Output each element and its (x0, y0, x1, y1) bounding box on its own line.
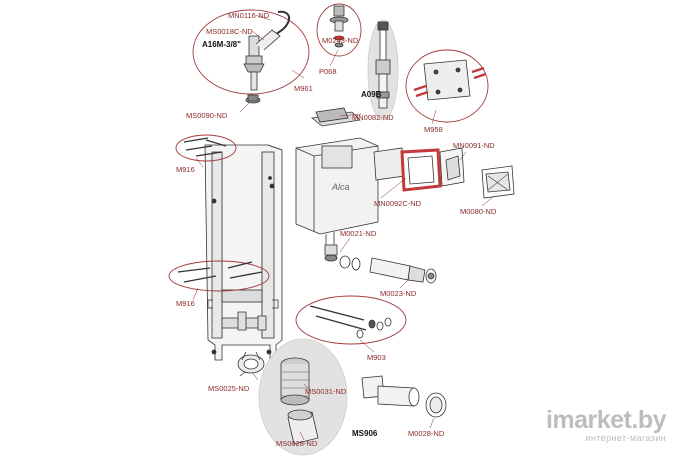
label-a09b: A09B (361, 90, 382, 99)
m916-bottom-bolts (177, 261, 263, 283)
m916-top-ellipse (175, 134, 237, 162)
label-ms0028: MS0028-ND (276, 439, 318, 448)
label-m0243: M0243-ND (322, 36, 359, 45)
m958-bracket (413, 59, 487, 101)
label-mn0082: MN0082-ND (352, 113, 394, 122)
drain-elbow (280, 357, 310, 406)
label-m0080: M0080-ND (460, 207, 497, 216)
label-mn0116: MN0116-ND (228, 11, 270, 20)
m916-top-bolts (183, 137, 227, 157)
label-a16m: A16M-3/8" (202, 40, 241, 49)
label-mn0091: MN0091-ND (453, 141, 495, 150)
mounting-frame (204, 144, 283, 361)
label-mn0092c: MN0092C-ND (374, 199, 422, 208)
drain-adapter (287, 409, 319, 445)
m0090-fitting (245, 94, 261, 104)
label-ms0018c: MS0018C-ND (206, 27, 253, 36)
m903-ellipse (295, 295, 407, 345)
m916-bottom-ellipse (168, 260, 270, 292)
tank-brand: Alca (331, 182, 350, 192)
m0028-pipe (361, 375, 447, 418)
label-ms0025: MS0025-ND (208, 384, 250, 393)
m958-ellipse (405, 49, 489, 123)
watermark-subtitle: интернет-магазин (585, 433, 666, 443)
label-p068: P068 (319, 67, 337, 76)
label-m916-top: M916 (176, 165, 195, 174)
label-ms0090: MS0090-ND (186, 111, 228, 120)
label-m0021: M0021-ND (340, 229, 377, 238)
ms0025-ring (237, 351, 265, 377)
watermark: imarket.by интернет-магазин (545, 406, 667, 444)
label-m903: M903 (367, 353, 386, 362)
label-ms0031: MS0031-ND (305, 387, 347, 396)
leader-lines (192, 15, 495, 441)
label-m0023: M0023-ND (380, 289, 417, 298)
cistern-tank (295, 107, 379, 246)
m0243-part (329, 5, 349, 48)
m0243-ellipse (316, 3, 362, 57)
label-m916-bottom: M916 (176, 299, 195, 308)
m903-bolts (309, 305, 392, 339)
flush-plate-frame (373, 147, 515, 199)
label-m961: M961 (294, 84, 313, 93)
connection-pipes (324, 244, 437, 284)
watermark-brand: imarket.by (545, 406, 667, 434)
label-m958: M958 (424, 125, 443, 134)
label-m0028: M0028-ND (408, 429, 445, 438)
label-ms906: MS906 (352, 429, 378, 438)
m961-ellipse (192, 9, 310, 95)
flush-valve-column (375, 21, 391, 109)
fill-valve (243, 10, 290, 91)
